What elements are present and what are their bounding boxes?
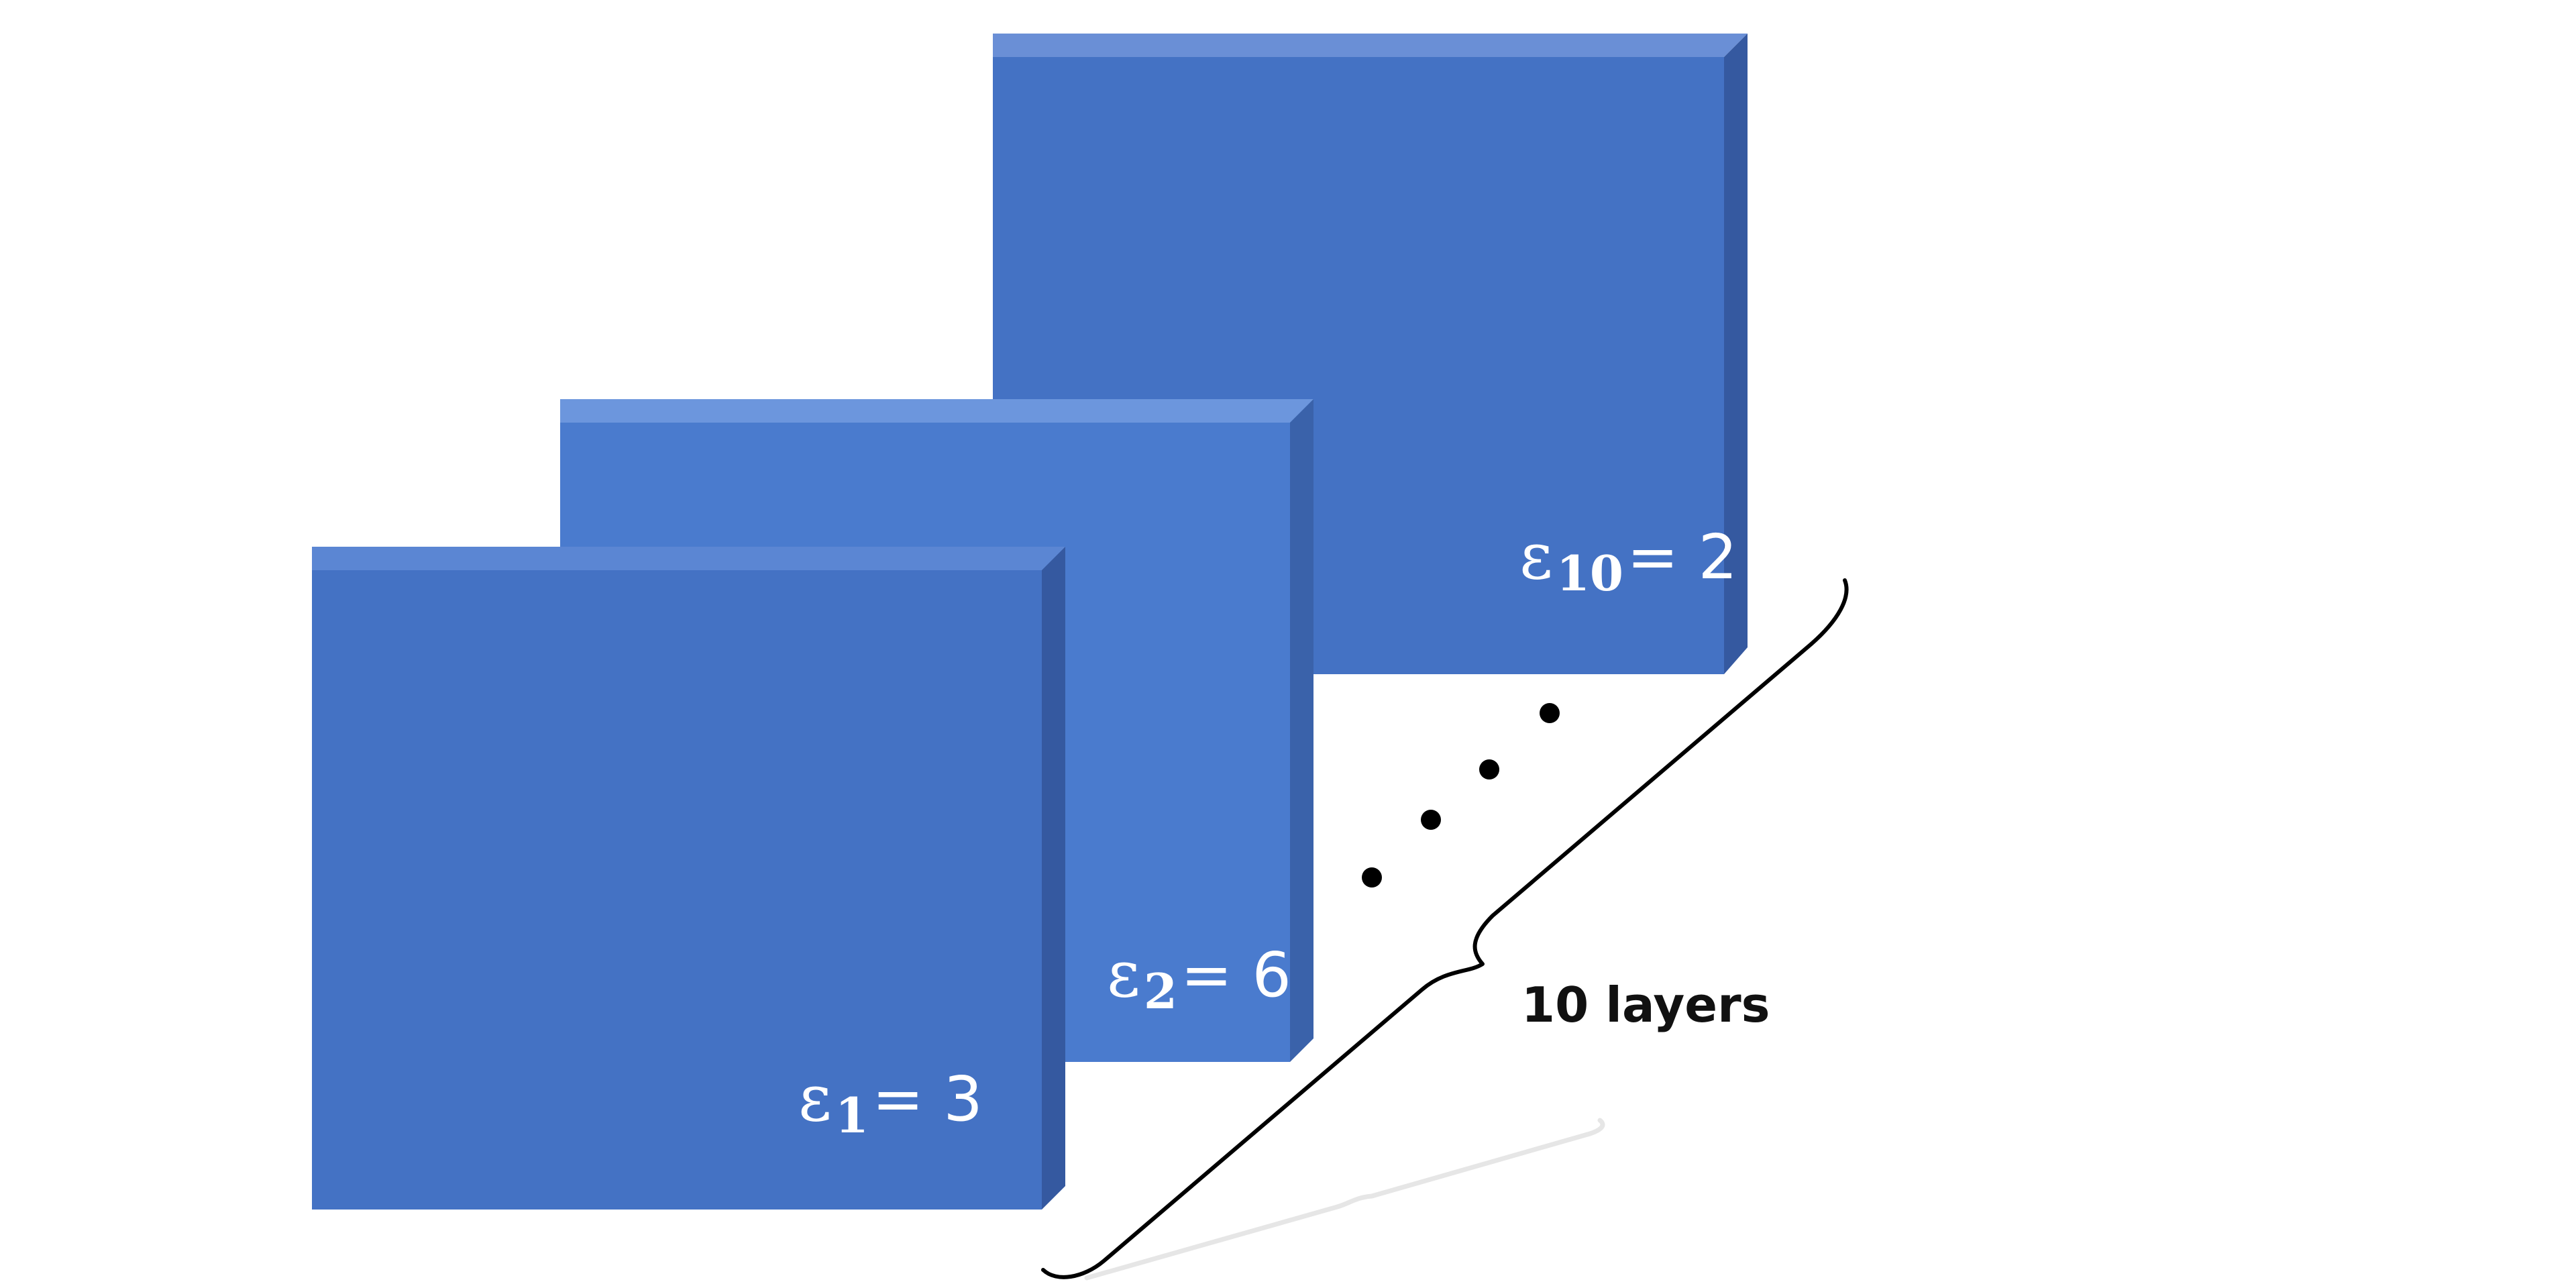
- ellipsis-dot: [1479, 759, 1499, 780]
- curly-brace: [1041, 578, 1849, 1279]
- layer-2-epsilon-subscript: 2: [1144, 963, 1177, 1020]
- layer-10-top-face: [993, 34, 1748, 57]
- layer-1-side-face: [1042, 547, 1065, 1210]
- layer-1-top-face: [312, 547, 1065, 570]
- layer-10-epsilon-value: = 2: [1627, 521, 1737, 593]
- layer-2-top-face: [560, 399, 1313, 423]
- layer-10-epsilon-label: ε 10 = 2: [1519, 519, 1737, 602]
- ellipsis-dot: [1421, 810, 1441, 830]
- layer-2-side-face: [1290, 399, 1313, 1062]
- layer-2-epsilon-symbol: ε: [1107, 936, 1140, 1012]
- layer-1-front-face: [312, 570, 1042, 1210]
- layer-1-epsilon-value: = 3: [872, 1063, 983, 1135]
- ellipsis-dot: [1540, 703, 1560, 723]
- ellipsis-dot: [1362, 867, 1382, 888]
- layer-1-epsilon-symbol: ε: [798, 1061, 832, 1136]
- layer-1-slab: ε 1 = 3: [312, 547, 1065, 1210]
- brace-shadow: [1084, 1118, 1605, 1281]
- layer-10-epsilon-symbol: ε: [1519, 519, 1553, 594]
- layer-2-epsilon-value: = 6: [1181, 939, 1291, 1011]
- layer-2-epsilon-label: ε 2 = 6: [1107, 936, 1291, 1020]
- layer-10-side-face: [1724, 34, 1748, 674]
- layer-1-epsilon-subscript: 1: [835, 1087, 869, 1144]
- layer-10-epsilon-subscript: 10: [1556, 545, 1623, 602]
- brace-label: 10 layers: [1521, 977, 1770, 1033]
- ellipsis-dots: [1362, 703, 1560, 888]
- layer-1-epsilon-label: ε 1 = 3: [798, 1061, 983, 1144]
